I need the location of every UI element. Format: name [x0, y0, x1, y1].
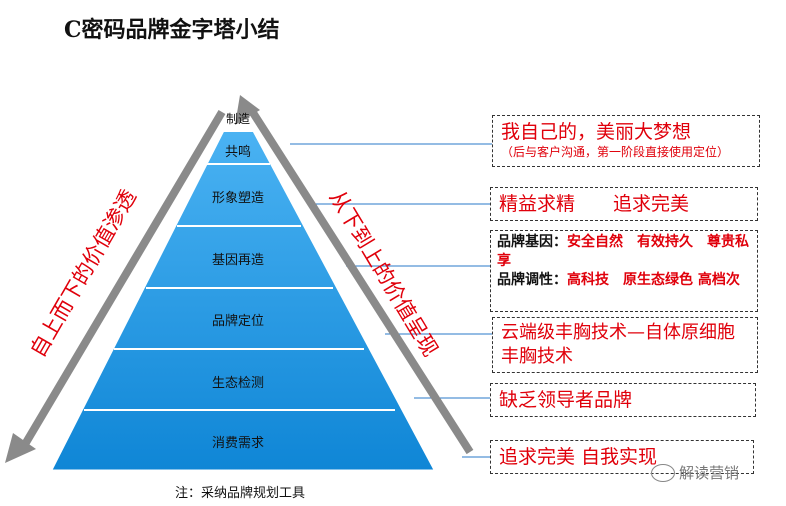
callout-leader-text: 缺乏领导者品牌	[499, 389, 633, 411]
brand-gene-key: 品牌基因：	[497, 234, 567, 250]
brand-tone-key: 品牌调性：	[497, 272, 567, 288]
layer-label-brand-positioning: 品牌定位	[211, 314, 264, 329]
brand-gene-value: 安全自然 有效持久 尊贵私享	[497, 234, 749, 269]
layer-label-resonance: 共鸣	[224, 145, 251, 160]
wechat-icon	[651, 463, 675, 482]
pyramid	[51, 101, 435, 471]
callout-box-dream: 我自己的，美丽大梦想 （后与客户沟通，第一阶段直接使用定位）	[492, 115, 760, 167]
callout-perfection-text: 精益求精 追求完美	[499, 193, 690, 215]
layer-label-consumer-demand: 消费需求	[211, 436, 264, 451]
callout-box-perfection: 精益求精 追求完美	[490, 187, 758, 221]
watermark-text: 解读营销	[679, 464, 740, 482]
callout-technology-text: 云端级丰胸技术—自体原细胞丰胸技术	[501, 322, 735, 367]
callout-box-brand-gene: 品牌基因：安全自然 有效持久 尊贵私享 品牌调性：高科技 原生态绿色 高档次	[490, 230, 758, 312]
left-arrow	[5, 109, 226, 463]
callout-box-technology: 云端级丰胸技术—自体原细胞丰胸技术	[492, 317, 758, 373]
brand-tone-value: 高科技 原生态绿色 高档次	[567, 272, 740, 288]
layer-label-manufacture: 制造	[225, 112, 250, 126]
footnote: 注：采纳品牌规划工具	[175, 486, 306, 501]
callout-box-self-realization: 追求完美 自我实现	[490, 440, 754, 474]
callout-self-realization-text: 追求完美 自我实现	[499, 446, 658, 468]
callout-dream-sub: （后与客户沟通，第一阶段直接使用定位）	[501, 145, 730, 159]
layer-label-image-building: 形象塑造	[211, 191, 264, 206]
connector-lines	[290, 143, 492, 458]
right-arrow	[235, 95, 474, 455]
callout-dream-main: 我自己的，美丽大梦想	[501, 121, 692, 143]
page-title: C密码品牌金字塔小结	[64, 17, 280, 43]
layer-label-ecology-test: 生态检测	[211, 376, 264, 391]
callout-box-leader: 缺乏领导者品牌	[490, 383, 756, 417]
layer-dividers	[84, 130, 395, 411]
layer-label-gene-rebuild: 基因再造	[211, 253, 264, 268]
watermark: 解读营销	[651, 462, 739, 483]
